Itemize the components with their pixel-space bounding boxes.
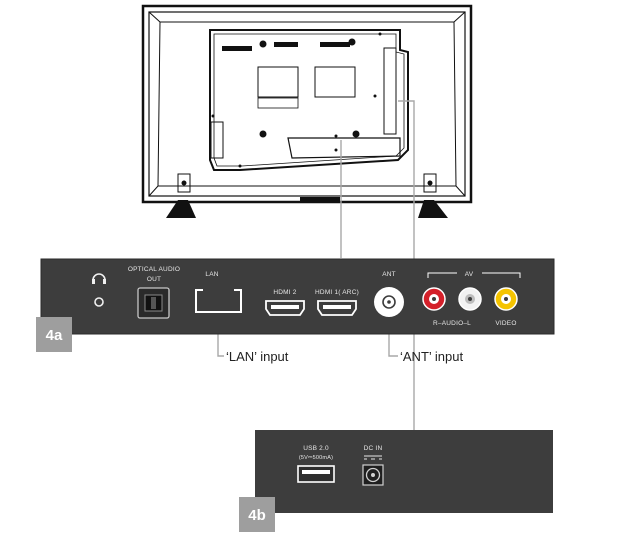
av-label: AV [465, 271, 474, 278]
optical-label-line2: OUT [147, 276, 161, 283]
lan-port [195, 288, 242, 313]
ant-input-callout: ‘ANT’ input [400, 349, 463, 364]
dc-polarity-icon [364, 455, 382, 460]
vent-icon [222, 42, 350, 51]
av-bracket [427, 272, 521, 278]
screw-icon [211, 32, 382, 168]
badge-4a: 4a [36, 317, 72, 352]
panel-4b: USB 2.0 (5V⎓500mA) DC IN [255, 430, 553, 513]
optical-audio-port [137, 287, 170, 319]
panel-4a: OPTICAL AUDIO OUT LAN HDMI 2 HDMI 1( ARC… [40, 258, 555, 335]
video-jack [494, 287, 518, 311]
headphone-jack [94, 297, 104, 307]
badge-4b-label: 4b [248, 507, 266, 524]
optical-label-line1: OPTICAL AUDIO [128, 266, 180, 273]
ant-port [374, 287, 404, 317]
audio-right-jack [422, 287, 446, 311]
dc-in-port [362, 464, 384, 486]
dc-in-label: DC IN [364, 445, 383, 452]
usb-spec-label: (5V⎓500mA) [299, 455, 333, 461]
tv-rear-illustration [141, 4, 473, 218]
hdmi2-label: HDMI 2 [273, 289, 296, 296]
hdmi1-port [317, 300, 357, 316]
r-audio-l-label: R–AUDIO–L [433, 320, 471, 327]
video-label: VIDEO [495, 320, 516, 327]
badge-4a-label: 4a [46, 327, 63, 344]
usb-label: USB 2.0 [303, 445, 329, 452]
usb-port [297, 465, 335, 483]
hdmi2-port [265, 300, 305, 316]
lan-input-callout: ‘LAN’ input [226, 349, 289, 364]
badge-4b: 4b [239, 497, 275, 532]
ant-label: ANT [382, 271, 396, 278]
lan-label: LAN [205, 271, 218, 278]
headphone-icon [92, 273, 106, 284]
audio-left-jack [458, 287, 482, 311]
hdmi1-label: HDMI 1( ARC) [315, 289, 359, 296]
